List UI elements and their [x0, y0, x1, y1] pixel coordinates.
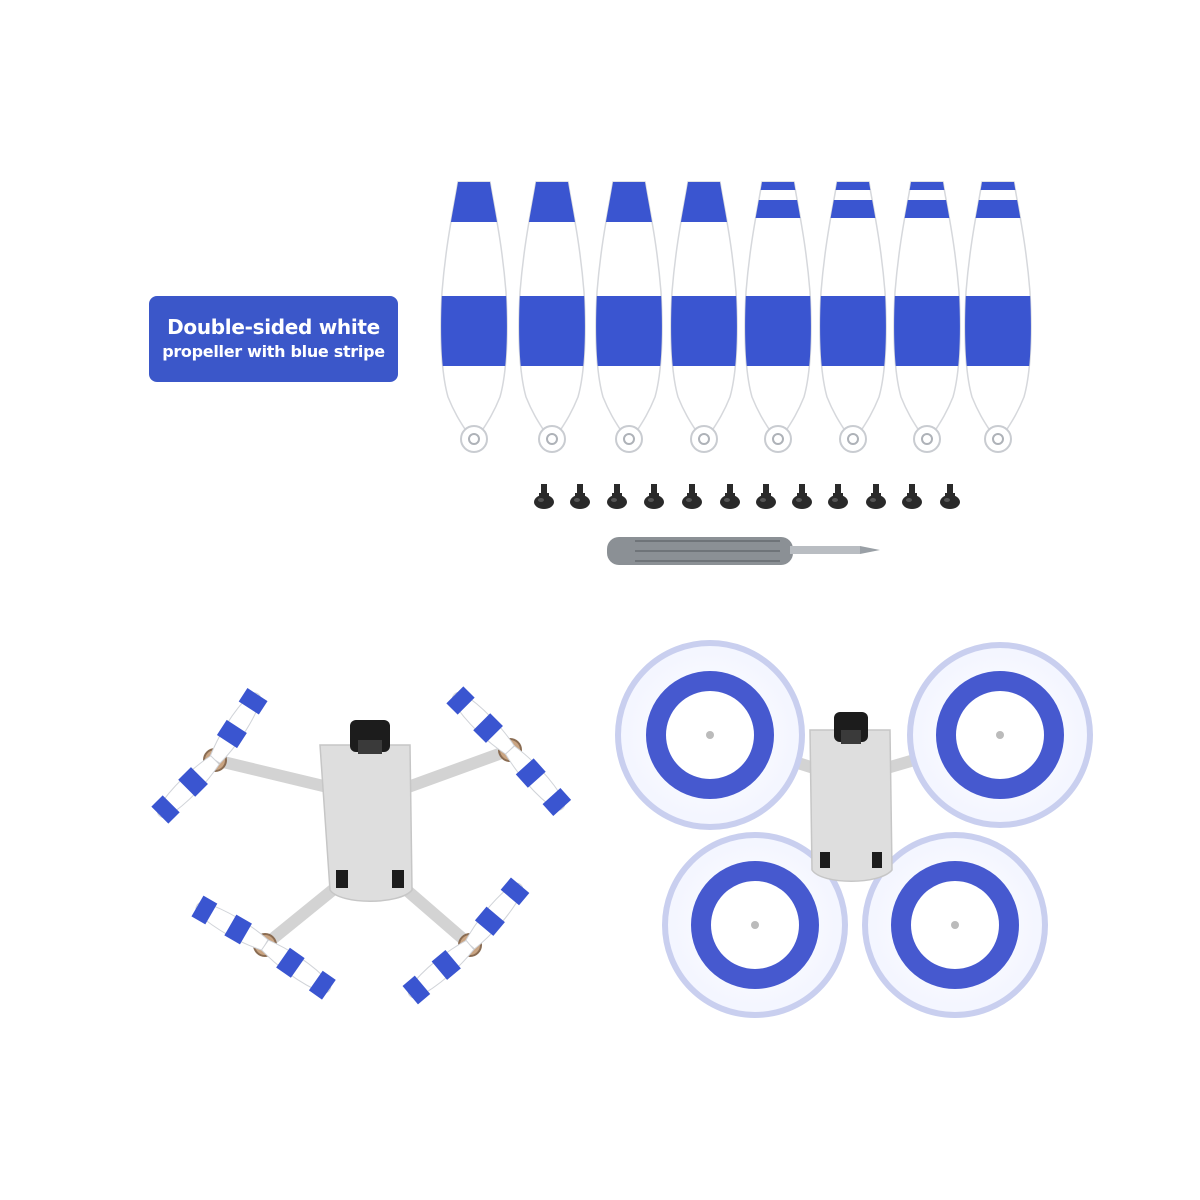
screw	[720, 484, 740, 509]
propeller-blade	[150, 751, 224, 825]
screw	[792, 484, 812, 509]
propeller-blade	[887, 180, 967, 452]
propeller-blade	[813, 180, 893, 452]
screw	[534, 484, 554, 509]
propeller-blade	[257, 934, 337, 1001]
spinning-propeller	[662, 832, 848, 1018]
screw	[902, 484, 922, 509]
feature-label-title: Double-sided white	[167, 315, 380, 339]
propeller-blade	[589, 180, 669, 452]
propeller-blade	[204, 686, 269, 768]
spinning-propeller	[615, 640, 805, 830]
propeller-blade	[460, 876, 531, 954]
propeller-blade	[500, 741, 573, 818]
screw	[644, 484, 664, 509]
propeller-blade	[958, 180, 1038, 452]
screw	[607, 484, 627, 509]
screw	[828, 484, 848, 509]
screwdriver	[607, 537, 880, 565]
propeller-blade	[512, 180, 592, 452]
propeller-blade	[445, 685, 519, 759]
feature-label-subtitle: propeller with blue stripe	[162, 342, 385, 361]
drone-spinning	[615, 640, 1093, 1018]
screw	[570, 484, 590, 509]
propeller-row	[434, 180, 1038, 452]
propeller-blade	[434, 180, 514, 452]
propeller-blade	[401, 935, 479, 1006]
screw	[866, 484, 886, 509]
feature-label: Double-sided white propeller with blue s…	[149, 296, 398, 382]
screw	[940, 484, 960, 509]
screw	[682, 484, 702, 509]
spinning-propeller	[907, 642, 1093, 828]
drone-static	[150, 685, 573, 1006]
propeller-blade	[190, 894, 272, 956]
propeller-blade	[664, 180, 744, 452]
spinning-propeller	[862, 832, 1048, 1018]
screw	[756, 484, 776, 509]
propeller-blade	[738, 180, 818, 452]
screw-row	[534, 484, 960, 509]
